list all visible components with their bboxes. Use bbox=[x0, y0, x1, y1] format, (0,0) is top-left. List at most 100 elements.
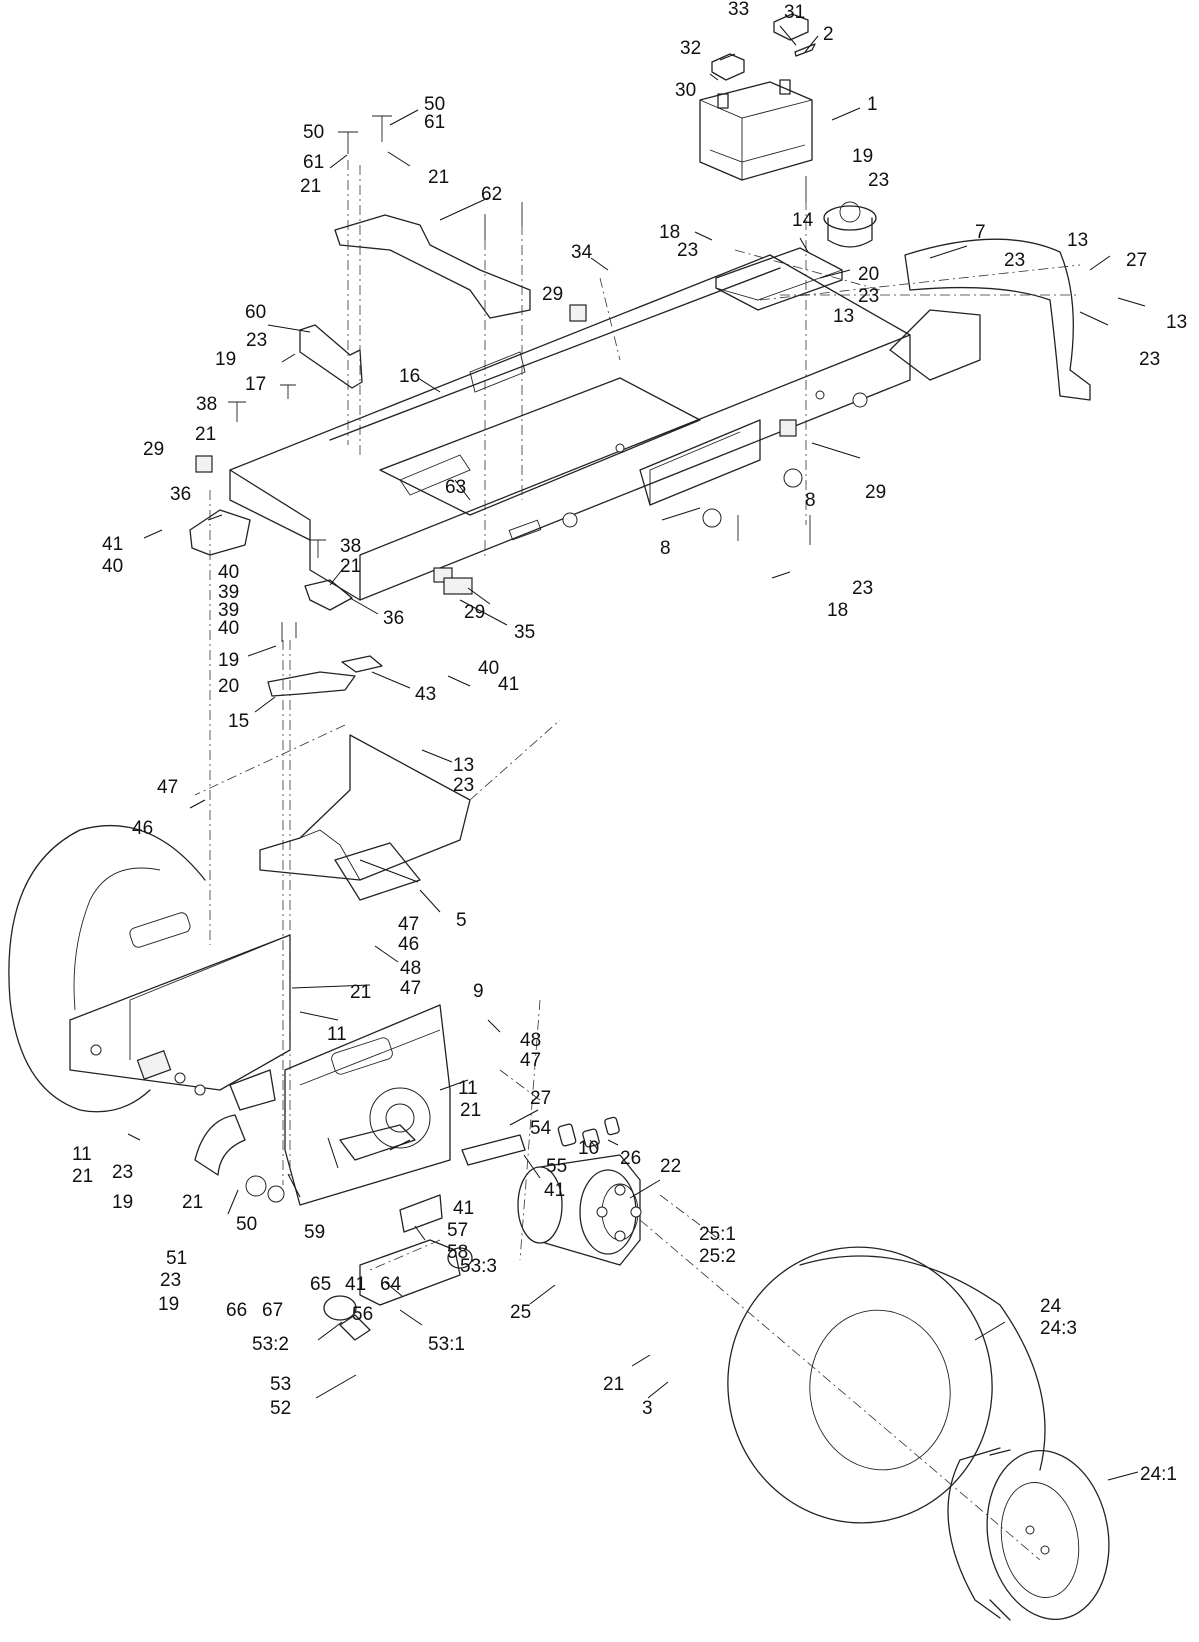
terminal-cover-left bbox=[711, 53, 745, 81]
callout-label: 64 bbox=[380, 1274, 402, 1295]
callout-label: 24:3 bbox=[1040, 1318, 1077, 1339]
callout-label: 26 bbox=[620, 1148, 641, 1169]
callout-label: 36 bbox=[383, 608, 404, 629]
callout-label: 11 bbox=[72, 1144, 92, 1165]
callout-label: 23 bbox=[112, 1162, 133, 1183]
callout-label: 20 bbox=[858, 264, 879, 285]
callout-label: 57 bbox=[447, 1220, 468, 1241]
callout-label: 21 bbox=[460, 1100, 481, 1121]
callout-label: 40 bbox=[218, 562, 239, 583]
callout-label: 33 bbox=[728, 0, 749, 20]
callout-label: 23 bbox=[453, 775, 474, 796]
axle-arm bbox=[323, 1194, 473, 1341]
arm-64 bbox=[339, 1124, 416, 1161]
callout-label: 29 bbox=[542, 284, 563, 305]
callout-label: 39 bbox=[218, 600, 239, 621]
callout-label: 51 bbox=[166, 1248, 187, 1269]
callout-label: 61 bbox=[303, 152, 324, 173]
callout-label: 11 bbox=[458, 1078, 478, 1099]
callout-label: 8 bbox=[805, 490, 816, 511]
callout-label: 21 bbox=[340, 556, 361, 577]
callout-label: 2 bbox=[823, 24, 834, 45]
callout-label: 13 bbox=[833, 306, 854, 327]
callout-label: 1 bbox=[867, 94, 878, 115]
callout-label: 23 bbox=[852, 578, 873, 599]
front-frame bbox=[69, 912, 451, 1206]
callout-label: 34 bbox=[571, 242, 593, 263]
callout-label: 38 bbox=[196, 394, 217, 415]
callout-label: 10 bbox=[578, 1138, 599, 1159]
rim bbox=[947, 1447, 1110, 1621]
bracket-15 bbox=[267, 671, 356, 697]
callout-label: 67 bbox=[262, 1300, 283, 1321]
callout-label: 31 bbox=[784, 2, 805, 23]
callout-label: 36 bbox=[170, 484, 191, 505]
callout-label: 41 bbox=[102, 534, 123, 555]
callout-label: 48 bbox=[400, 958, 421, 979]
callout-label: 5 bbox=[456, 910, 467, 931]
callout-label: 19 bbox=[158, 1294, 179, 1315]
fitting-26 bbox=[582, 1128, 600, 1148]
callout-label: 21 bbox=[603, 1374, 624, 1395]
callout-label: 55 bbox=[546, 1156, 567, 1177]
callout-label: 29 bbox=[865, 482, 886, 503]
callout-label: 16 bbox=[399, 366, 420, 387]
callout-label: 58 bbox=[447, 1242, 468, 1263]
callout-label: 48 bbox=[520, 1030, 541, 1051]
callout-label: 41 bbox=[544, 1180, 565, 1201]
callout-label: 21 bbox=[182, 1192, 203, 1213]
callout-label: 30 bbox=[675, 80, 696, 101]
callout-label: 25:2 bbox=[699, 1246, 736, 1267]
callout-label: 23 bbox=[1004, 250, 1025, 271]
callout-label: 32 bbox=[680, 38, 701, 59]
fitting-22 bbox=[604, 1116, 620, 1136]
callout-label: 40 bbox=[102, 556, 123, 577]
fasteners bbox=[228, 115, 811, 642]
terminal-strap bbox=[794, 43, 816, 57]
callout-label: 62 bbox=[481, 184, 502, 205]
callout-label: 21 bbox=[195, 424, 216, 445]
callout-label: 47 bbox=[400, 978, 421, 999]
callout-label: 53:1 bbox=[428, 1334, 465, 1355]
callout-label: 21 bbox=[300, 176, 321, 197]
callout-label: 19 bbox=[852, 146, 873, 167]
callout-label: 18 bbox=[827, 600, 848, 621]
callout-label: 13 bbox=[1166, 312, 1187, 333]
front-left-tire bbox=[8, 824, 206, 1113]
callout-label: 18 bbox=[659, 222, 680, 243]
rear-tire bbox=[727, 1246, 1046, 1524]
callout-label: 23 bbox=[677, 240, 698, 261]
callout-label: 56 bbox=[352, 1304, 373, 1325]
fuel-filter bbox=[823, 201, 877, 248]
bracket-36 bbox=[304, 579, 353, 611]
callout-label: 43 bbox=[415, 684, 436, 705]
callout-label: 23 bbox=[246, 330, 267, 351]
callout-label: 40 bbox=[218, 618, 239, 639]
callout-label: 54 bbox=[530, 1118, 552, 1139]
callout-label: 46 bbox=[398, 934, 419, 955]
callout-label: 23 bbox=[1139, 349, 1160, 370]
callout-label: 24:1 bbox=[1140, 1464, 1177, 1485]
callout-label: 46 bbox=[132, 818, 153, 839]
callout-label: 29 bbox=[464, 602, 485, 623]
callout-label: 59 bbox=[304, 1222, 325, 1243]
callout-label: 65 bbox=[310, 1274, 331, 1295]
callout-label: 23 bbox=[858, 286, 879, 307]
callout-label: 61 bbox=[424, 112, 445, 133]
main-frame bbox=[195, 254, 981, 601]
callout-label: 41 bbox=[498, 674, 519, 695]
callout-label: 20 bbox=[218, 676, 239, 697]
callout-label: 22 bbox=[660, 1156, 681, 1177]
callout-label: 21 bbox=[72, 1166, 93, 1187]
battery-tray bbox=[715, 247, 843, 311]
callout-label: 19 bbox=[215, 349, 236, 370]
callout-label: 13 bbox=[1067, 230, 1088, 251]
callout-label: 27 bbox=[530, 1088, 551, 1109]
callout-label: 39 bbox=[218, 582, 239, 603]
callout-label: 21 bbox=[350, 982, 371, 1003]
wheel-motor bbox=[517, 1154, 642, 1266]
callout-label: 38 bbox=[340, 536, 361, 557]
callout-label: 9 bbox=[473, 981, 484, 1002]
callout-label: 53 bbox=[270, 1374, 291, 1395]
callout-label: 53:2 bbox=[252, 1334, 289, 1355]
